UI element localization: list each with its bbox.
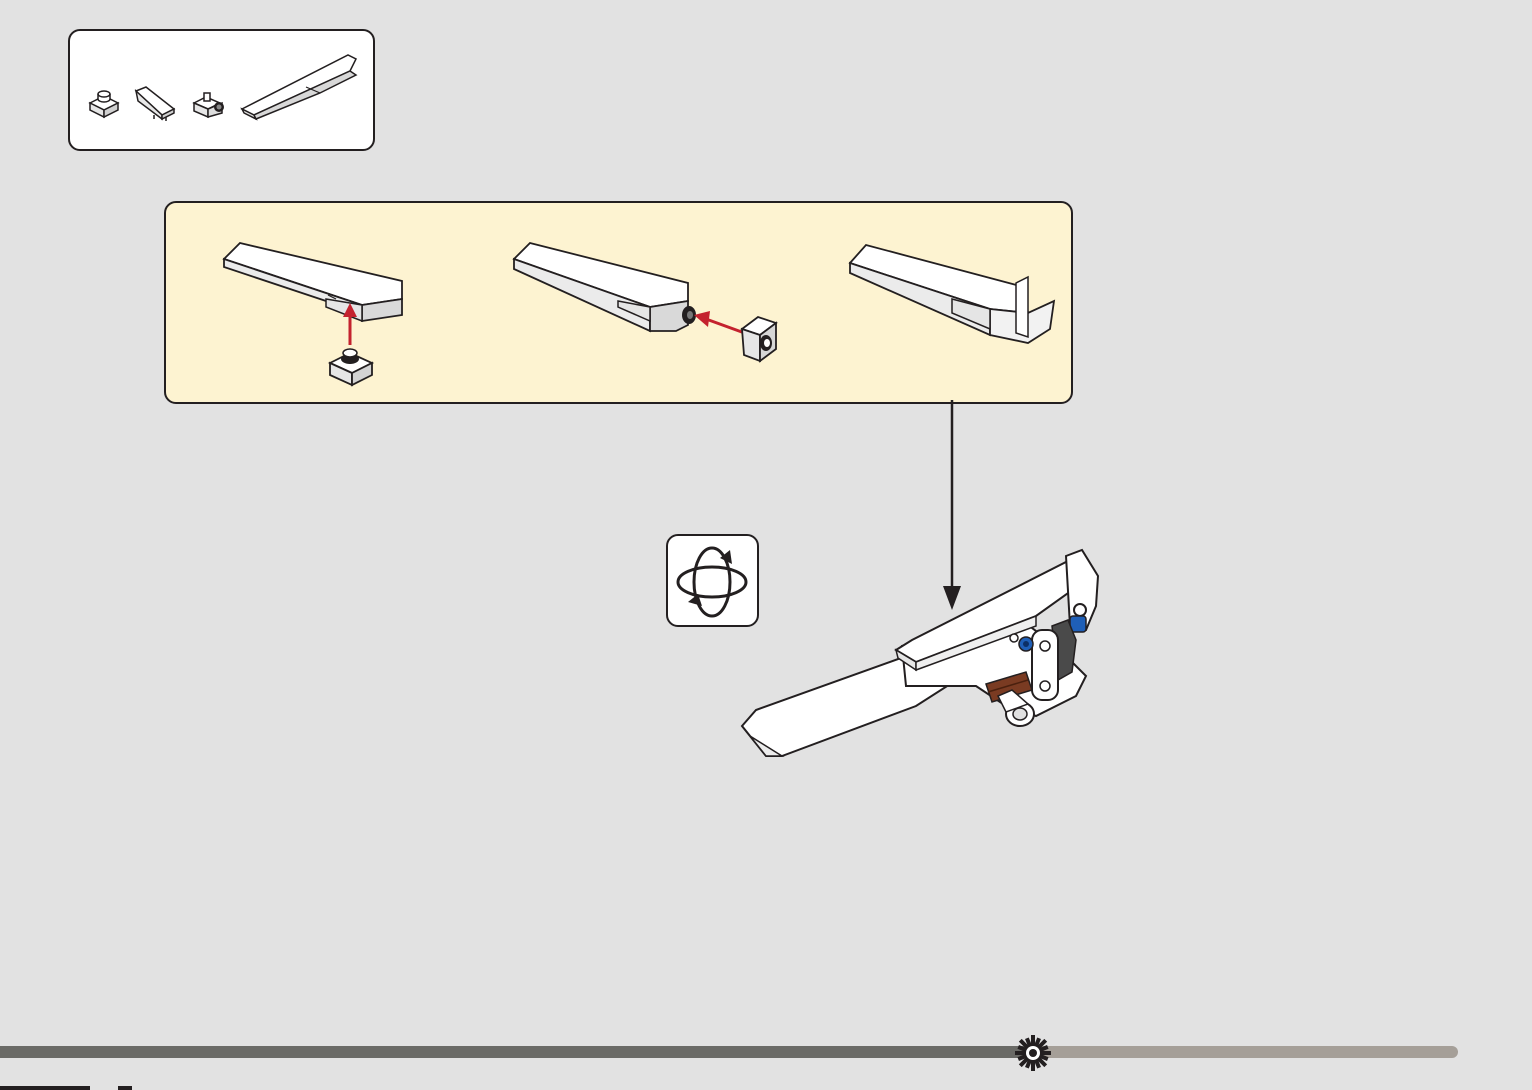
submodel-steps-illustration <box>166 203 1071 402</box>
gear-icon <box>1014 1034 1052 1072</box>
parts-list-callout <box>68 29 375 151</box>
page-footer-mark <box>118 1086 132 1090</box>
submodel-result-icon <box>850 245 1054 343</box>
page-footer-mark <box>0 1086 90 1090</box>
bracket-icon <box>194 93 224 117</box>
wedge-icon <box>242 55 356 119</box>
attach-bottom-icon <box>224 243 402 385</box>
submodel-steps-panel <box>164 201 1073 404</box>
plate-icon <box>90 91 118 117</box>
slope-icon <box>136 87 174 121</box>
parts-list-illustration <box>70 31 373 149</box>
assembled-model-illustration <box>736 546 1116 762</box>
progress-fill <box>0 1046 1035 1058</box>
attach-front-icon <box>514 243 776 361</box>
